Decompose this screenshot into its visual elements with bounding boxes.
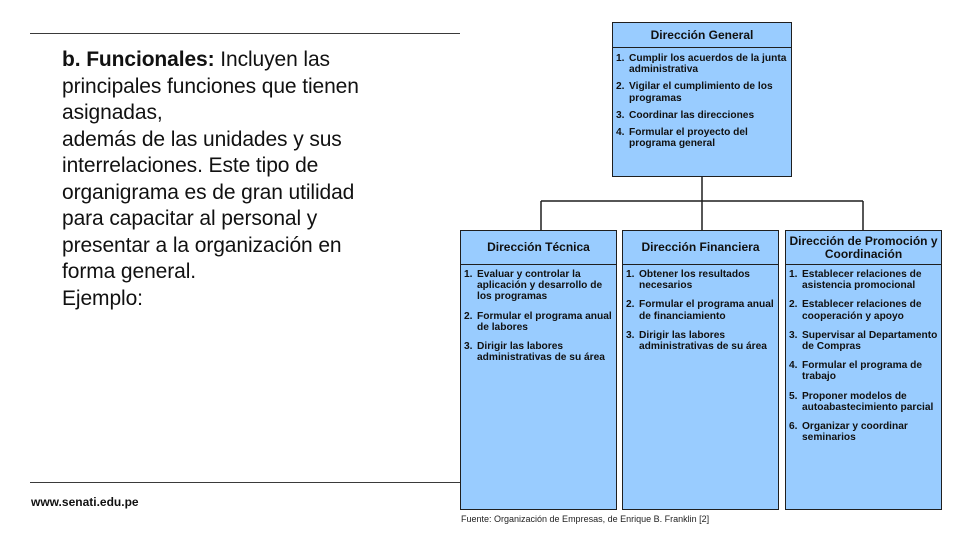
bottom-divider-line [30, 482, 460, 483]
function-item: 4. Formular el proyecto del programa gene… [616, 127, 788, 149]
body-line-9: forma general. [62, 260, 197, 283]
function-number: 3. [789, 329, 798, 341]
function-text: Formular el proyecto del programa genera… [629, 127, 748, 150]
function-number: 3. [616, 109, 625, 121]
function-list: 1. Cumplir los acuerdos de la junta admin… [613, 48, 791, 149]
org-box-direccion-promocion: Dirección de Promoción y Coordinación 1.… [785, 230, 942, 510]
function-item: 3. Dirigir las labores administrativas de… [626, 330, 775, 352]
function-item: 2. Establecer relaciones de cooperación y… [789, 299, 938, 321]
function-text: Formular el programa anual de labores [477, 310, 612, 333]
slide-body-text: b. Funcionales: Incluyen las principales… [62, 47, 442, 312]
body-line-8: presentar a la organización en [62, 233, 342, 257]
function-number: 4. [789, 360, 798, 372]
function-number: 2. [626, 299, 635, 311]
body-line-5: interrelaciones. Este tipo de [62, 154, 319, 177]
function-item: 5. Proponer modelos de autoabastecimiento… [789, 391, 938, 413]
function-number: 6. [789, 421, 798, 433]
function-text: Vigilar el cumplimiento de los programas [629, 81, 773, 104]
function-text: Formular el programa de trabajo [802, 360, 923, 383]
function-item: 1. Establecer relaciones de asistencia pr… [789, 269, 938, 291]
function-text: Establecer relaciones de asistencia prom… [802, 269, 922, 292]
chart-source-caption: Fuente: Organización de Empresas, de Enr… [461, 514, 710, 524]
function-text: Formular el programa anual de financiami… [639, 299, 774, 322]
function-item: 1. Obtener los resultados necesarios [626, 269, 775, 291]
org-box-title: Dirección Financiera [623, 231, 778, 265]
function-text: Organizar y coordinar seminarios [802, 421, 908, 444]
body-line-text: Incluyen las [220, 48, 330, 71]
function-text: Obtener los resultados necesarios [639, 269, 750, 292]
function-number: 3. [626, 329, 635, 341]
function-text: Dirigir las labores administrativas de s… [477, 341, 605, 364]
function-item: 1. Evaluar y controlar la aplicación y de… [464, 269, 613, 303]
body-line-1: b. Funcionales: Incluyen las [62, 47, 442, 74]
function-number: 5. [789, 390, 798, 402]
function-text: Dirigir las labores administrativas de s… [639, 329, 767, 353]
website-url: www.senati.edu.pe [31, 495, 139, 509]
function-number: 1. [464, 269, 473, 280]
org-box-direccion-financiera: Dirección Financiera 1. Obtener los resul… [622, 230, 779, 510]
function-list: 1. Establecer relaciones de asistencia pr… [786, 265, 941, 443]
org-box-title: Dirección Técnica [461, 231, 616, 265]
body-line-3: asignadas, [62, 101, 163, 124]
function-number: 2. [616, 81, 625, 93]
function-text: Proponer modelos de autoabastecimiento p… [802, 390, 934, 413]
org-box-title: Dirección de Promoción y Coordinación [786, 231, 941, 265]
function-item: 4. Formular el programa de trabajo [789, 360, 938, 382]
slide-heading: b. Funcionales: [62, 48, 215, 71]
org-box-title: Dirección General [613, 23, 791, 48]
function-item: 6. Organizar y coordinar seminarios [789, 421, 938, 443]
function-item: 2. Formular el programa anual de financia… [626, 299, 775, 321]
function-text: Supervisar al Departamento de Compras [802, 329, 938, 353]
function-text: Evaluar y controlar la aplicación y desa… [477, 269, 603, 303]
function-number: 2. [789, 299, 798, 311]
function-item: 2. Vigilar el cumplimiento de los program… [616, 81, 788, 103]
body-line-10: Ejemplo: [62, 286, 143, 310]
function-text: Establecer relaciones de cooperación y a… [802, 299, 922, 322]
org-box-direccion-general: Dirección General 1. Cumplir los acuerdos… [612, 22, 792, 177]
function-number: 1. [626, 269, 635, 280]
function-item: 2. Formular el programa anual de labores [464, 311, 613, 333]
function-number: 1. [789, 269, 798, 280]
body-line-2: principales funciones que tienen [62, 74, 359, 98]
function-item: 3. Supervisar al Departamento de Compras [789, 330, 938, 352]
function-item: 3. Coordinar las direcciones [616, 110, 788, 121]
function-number: 2. [464, 310, 473, 322]
body-line-4: además de las unidades y sus [62, 127, 342, 151]
top-divider-line [30, 33, 460, 34]
body-line-7: para capacitar al personal y [62, 207, 318, 230]
function-list: 1. Evaluar y controlar la aplicación y de… [461, 265, 616, 363]
function-list: 1. Obtener los resultados necesarios 2. Fo… [623, 265, 778, 352]
function-item: 3. Dirigir las labores administrativas de… [464, 341, 613, 363]
function-item: 1. Cumplir los acuerdos de la junta admin… [616, 53, 788, 75]
function-number: 1. [616, 53, 625, 64]
function-text: Cumplir los acuerdos de la junta adminis… [629, 53, 787, 76]
org-box-direccion-tecnica: Dirección Técnica 1. Evaluar y controlar … [460, 230, 617, 510]
function-number: 4. [616, 127, 625, 139]
function-text: Coordinar las direcciones [629, 109, 755, 121]
body-line-6: organigrama es de gran utilidad [62, 180, 355, 204]
function-number: 3. [464, 341, 473, 353]
